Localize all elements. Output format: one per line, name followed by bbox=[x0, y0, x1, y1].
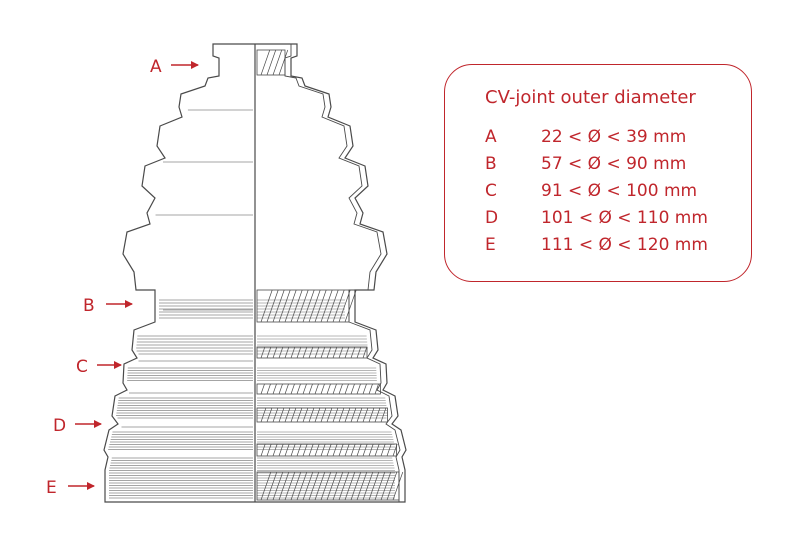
label-c: C bbox=[76, 357, 122, 377]
spec-range: 101 < Ø < 110 mm bbox=[541, 208, 708, 228]
spec-range: 111 < Ø < 120 mm bbox=[541, 235, 708, 255]
label-d: D bbox=[53, 416, 102, 436]
boot-section-view bbox=[255, 43, 407, 503]
spec-range: 91 < Ø < 100 mm bbox=[541, 181, 698, 201]
spec-letter: B bbox=[485, 154, 497, 174]
spec-letter: A bbox=[485, 127, 497, 147]
label-c-text: C bbox=[76, 357, 88, 377]
spec-range: 22 < Ø < 39 mm bbox=[541, 127, 687, 147]
label-e: E bbox=[46, 478, 95, 498]
spec-title: CV-joint outer diameter bbox=[485, 87, 696, 108]
label-b: B bbox=[83, 296, 133, 316]
spec-letter: C bbox=[485, 181, 497, 201]
label-a: A bbox=[150, 57, 199, 77]
spec-range: 57 < Ø < 90 mm bbox=[541, 154, 687, 174]
spec-letter: D bbox=[485, 208, 499, 228]
label-a-text: A bbox=[150, 57, 162, 77]
spec-letter: E bbox=[485, 235, 496, 255]
diameter-spec-box: CV-joint outer diameter A 22 < Ø < 39 mm… bbox=[444, 64, 752, 282]
label-b-text: B bbox=[83, 296, 95, 316]
boot-outer-view bbox=[103, 43, 255, 503]
label-e-text: E bbox=[46, 478, 57, 498]
label-d-text: D bbox=[53, 416, 66, 436]
